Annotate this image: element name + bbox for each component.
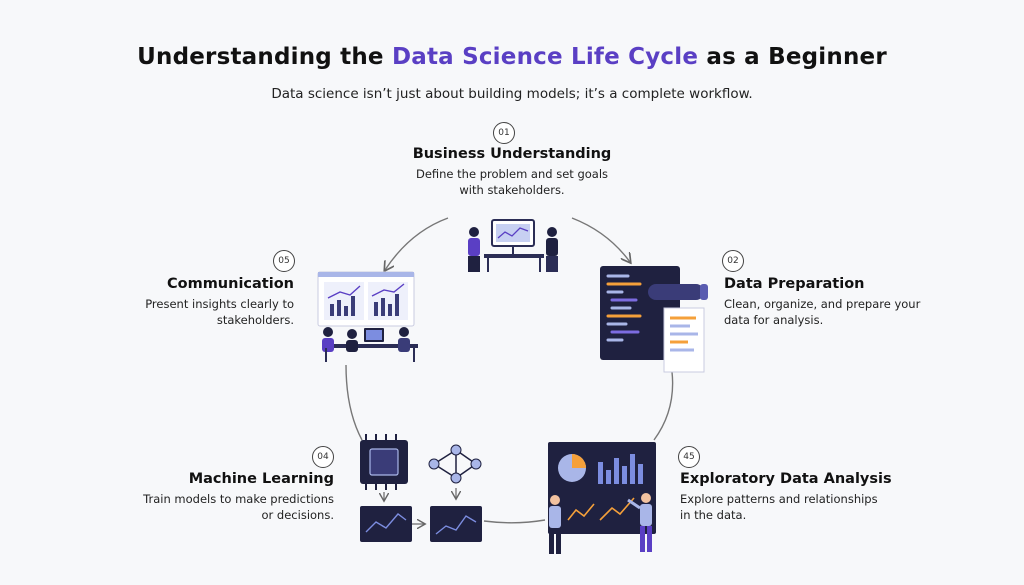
arrow-01-to-05 bbox=[385, 217, 449, 270]
arrow-05-to-04 bbox=[345, 364, 363, 441]
arrow-02-to-45 bbox=[653, 371, 674, 441]
step-04-description: Train models to make predictions or deci… bbox=[143, 492, 334, 522]
step-45-number: 45 bbox=[678, 446, 700, 468]
page-subtitle: Data science isn’t just about building m… bbox=[271, 86, 753, 102]
step-45-title: Exploratory Data Analysis bbox=[680, 471, 892, 487]
step-05-number: 05 bbox=[273, 250, 295, 272]
step-04-number: 04 bbox=[312, 446, 334, 468]
step-04-title: Machine Learning bbox=[188, 471, 334, 487]
title-pre: Understanding the bbox=[137, 44, 384, 70]
page-title: Understanding the Data Science Life Cycl… bbox=[0, 44, 1024, 70]
title-highlight: Data Science Life Cycle bbox=[391, 44, 699, 70]
arrow-01-to-02 bbox=[571, 217, 630, 262]
step-01-title: Business Understanding bbox=[412, 146, 612, 162]
step-05-title: Communication bbox=[166, 276, 294, 292]
title-post: as a Beginner bbox=[706, 44, 887, 70]
step-45-description: Explore patterns and relationships in th… bbox=[680, 492, 878, 522]
step-02-number: 02 bbox=[722, 250, 744, 272]
step-01-number: 01 bbox=[493, 122, 515, 144]
code-document-icon bbox=[600, 266, 708, 373]
step-02-title: Data Preparation bbox=[724, 276, 865, 292]
presentation-icon bbox=[317, 271, 418, 362]
analysis-board-icon bbox=[548, 442, 656, 554]
arrow-04-to-45 bbox=[483, 519, 546, 524]
step-05-description: Present insights clearly to stakeholders… bbox=[145, 297, 294, 327]
step-02-description: Clean, organize, and prepare your data f… bbox=[724, 297, 921, 327]
chip-network-icon bbox=[360, 434, 482, 542]
cycle-arrows bbox=[345, 217, 674, 524]
meeting-icon bbox=[468, 219, 558, 272]
step-01-description: Define the problem and set goals with st… bbox=[415, 167, 609, 197]
